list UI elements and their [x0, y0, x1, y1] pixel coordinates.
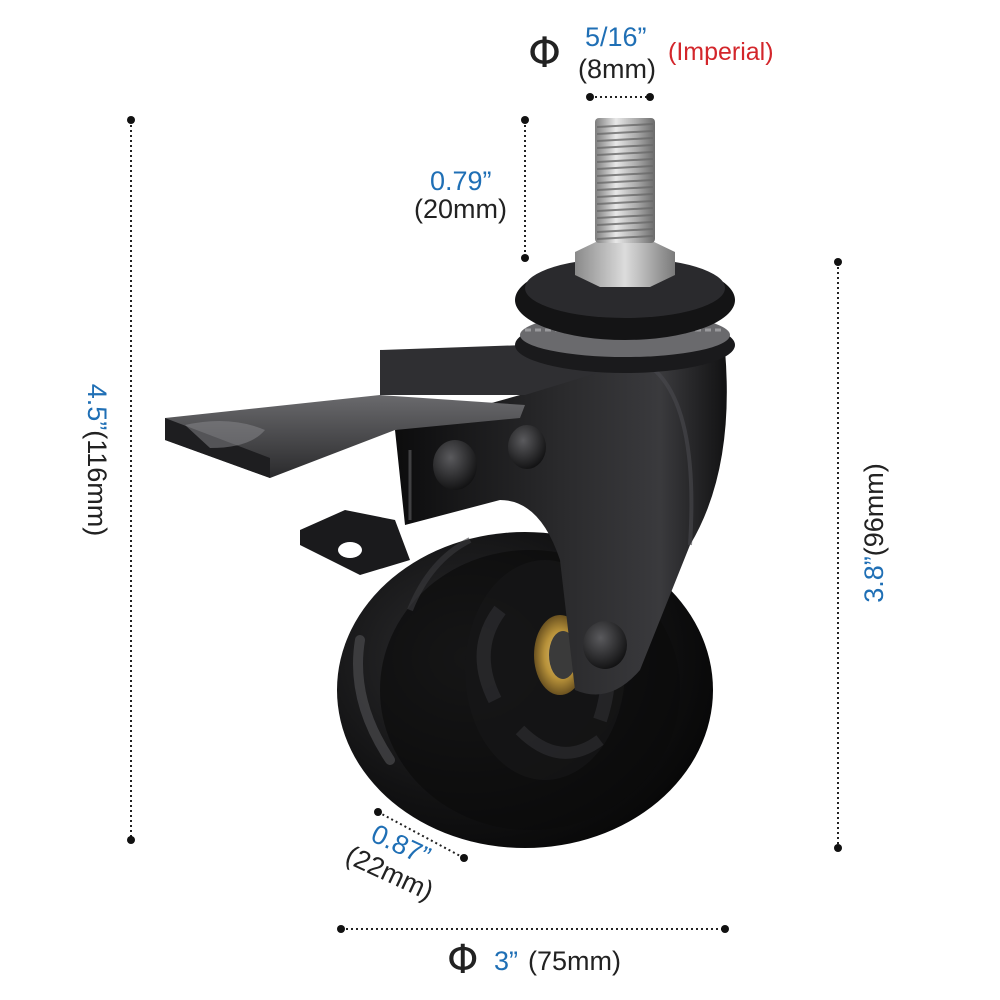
axle-bolt	[583, 621, 627, 669]
thread-standard-label: (Imperial)	[668, 38, 774, 66]
wheel-height-imperial: 3.8”	[859, 556, 889, 603]
thread-ridge	[596, 165, 654, 170]
thread-ridge	[596, 144, 654, 149]
thread-ridge	[596, 137, 654, 142]
thread-ridge	[596, 179, 654, 184]
thread-ridge	[596, 207, 654, 212]
thread-ridge	[596, 214, 654, 219]
stem-imperial-label: 0.79”	[430, 166, 492, 196]
stem-metric-label: (20mm)	[414, 194, 507, 224]
thread-ridge	[596, 158, 654, 163]
thread-ridge	[596, 235, 654, 240]
dimension-endpoints	[127, 93, 842, 933]
wheel-width-dim-line	[377, 811, 465, 859]
thread-ridge	[596, 186, 654, 191]
wheel-height-metric: (96mm)	[859, 463, 889, 557]
thread-ridge	[596, 193, 654, 198]
thread-ridge	[596, 123, 654, 128]
diameter-phi-symbol: Φ	[447, 937, 479, 983]
wheel-height-label: 3.8”(96mm)	[859, 433, 891, 633]
total-height-imperial: 4.5”	[82, 383, 112, 431]
thread-metric-label: (8mm)	[578, 54, 656, 84]
diameter-imperial-label: 3”	[494, 946, 519, 976]
thread-ridge	[596, 221, 654, 226]
total-height-label: 4.5”(116mm)	[80, 360, 112, 560]
hex-nut	[575, 240, 675, 287]
thread-ridge	[596, 200, 654, 205]
threaded-stem	[595, 118, 655, 243]
brake-rivets	[433, 425, 546, 490]
dimension-lines	[130, 96, 839, 930]
thread-ridge	[596, 151, 654, 156]
thread-ridge	[596, 228, 654, 233]
diameter-metric-label: (75mm)	[528, 946, 621, 976]
total-height-metric: (116mm)	[82, 430, 112, 537]
thread-ridge	[596, 172, 654, 177]
thread-imperial-label: 5/16”	[585, 22, 647, 52]
thread-phi-symbol: Φ	[528, 28, 562, 77]
thread-ridge	[596, 130, 654, 135]
